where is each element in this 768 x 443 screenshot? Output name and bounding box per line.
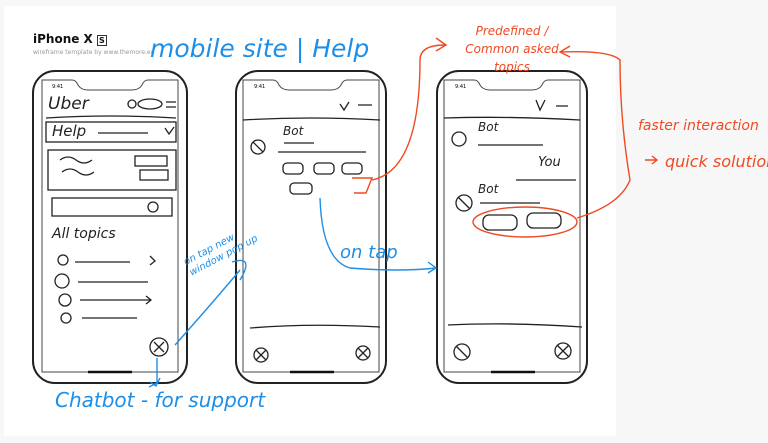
help-dropdown-chevron-icon	[98, 126, 175, 136]
phone-frame-1	[32, 70, 188, 384]
arrow-to-predefined	[371, 37, 448, 181]
banner-scribble	[59, 156, 95, 176]
topic-icon-2	[54, 273, 70, 289]
quick-annotation: quick solution	[665, 152, 768, 171]
send-icon	[355, 345, 371, 361]
status-time-3: 9:41	[455, 84, 467, 90]
header-divider-2	[242, 117, 381, 121]
attach-icon	[453, 343, 471, 361]
search-icon	[147, 201, 159, 213]
quick-reply-chip	[289, 182, 313, 195]
chatbot-button-icon	[149, 337, 169, 357]
chatbot-annotation: Chatbot - for support	[55, 388, 266, 412]
topic-icon-4	[60, 312, 72, 324]
status-time-2: 9:41	[254, 84, 266, 90]
all-topics-label: All topics	[52, 226, 116, 242]
bot-label-3b: Bot	[478, 182, 499, 196]
send-icon-cross	[556, 344, 570, 358]
input-divider-2	[249, 324, 381, 329]
message-lines	[478, 144, 576, 181]
screen-2	[242, 79, 380, 373]
topic-row-3	[80, 295, 153, 305]
banner-box-2	[139, 169, 169, 181]
on-tap-annotation: on tap	[340, 242, 398, 263]
topic-icon-1	[57, 254, 69, 266]
wireframe-canvas	[4, 6, 616, 436]
banner-card	[47, 149, 177, 191]
banner-box-1	[134, 155, 168, 167]
check-minimize-icons-3	[535, 99, 568, 112]
header-divider-3	[443, 116, 581, 121]
faster-annotation: faster interaction	[638, 118, 759, 134]
red-annotation-strokes	[352, 37, 659, 238]
screen-3-sketch	[443, 99, 583, 361]
quick-reply-chip	[282, 162, 304, 175]
quick-reply-chip	[341, 162, 363, 175]
predefined-annotation: Predefined / Common asked topics	[465, 24, 559, 74]
template-title: iPhone X S	[33, 32, 107, 46]
bot-avatar-icon	[451, 131, 467, 147]
bot-label-3: Bot	[478, 120, 499, 134]
profile-icon	[127, 99, 137, 109]
bot-label: Bot	[283, 124, 304, 138]
attach-icon	[253, 347, 269, 363]
screen-3	[443, 79, 581, 373]
arrow-to-popup-note	[174, 259, 247, 346]
header-divider-1	[45, 115, 177, 119]
quick-reply-chip	[482, 214, 518, 231]
template-subtitle: wireframe template by www.themore.eu	[33, 49, 155, 56]
bot-avatar-icon	[250, 139, 266, 155]
topic-row-1	[75, 255, 156, 266]
you-label: You	[538, 155, 561, 170]
help-dropdown	[45, 121, 177, 143]
blue-annotation-strokes	[148, 197, 438, 388]
screen-2-sketch	[242, 101, 381, 363]
arrow-to-quick-solution	[645, 155, 659, 165]
attach-icon-cross	[255, 349, 267, 361]
bot-avatar-icon	[455, 194, 473, 212]
search-bar	[51, 197, 173, 217]
screen-1	[41, 79, 179, 373]
help-title: Help	[52, 122, 87, 140]
check-minimize-icons-2	[339, 101, 372, 112]
phone-frame-3	[436, 70, 588, 384]
bot-message-lines	[278, 142, 366, 153]
bot-avatar-slash	[252, 141, 264, 153]
chips-highlight-circle	[472, 206, 578, 238]
pill-icon	[137, 98, 163, 110]
quick-reply-chip	[313, 162, 335, 175]
uber-logo: Uber	[48, 94, 89, 114]
quick-reply-chip	[526, 212, 562, 229]
send-icon-cross	[357, 347, 369, 359]
screen-1-sketch	[45, 98, 177, 357]
bot-avatar-slash	[457, 196, 471, 210]
chatbot-button-cross	[153, 341, 165, 353]
on-tap-arrow	[319, 197, 438, 274]
brace-arrow	[558, 45, 631, 219]
heading-annotation: mobile site | Help	[150, 34, 370, 63]
input-divider-3	[447, 323, 583, 328]
send-icon	[554, 342, 572, 360]
menu-icon	[166, 101, 176, 108]
attach-icon-slash	[455, 345, 469, 359]
arrow-to-chatbot-note	[148, 358, 161, 388]
status-time-1: 9:41	[52, 84, 64, 90]
template-title-text: iPhone X	[33, 32, 93, 46]
chips-bracket	[352, 177, 374, 194]
topic-icon-3	[58, 293, 72, 307]
phone-frame-2	[235, 70, 387, 384]
template-badge: S	[97, 35, 107, 46]
